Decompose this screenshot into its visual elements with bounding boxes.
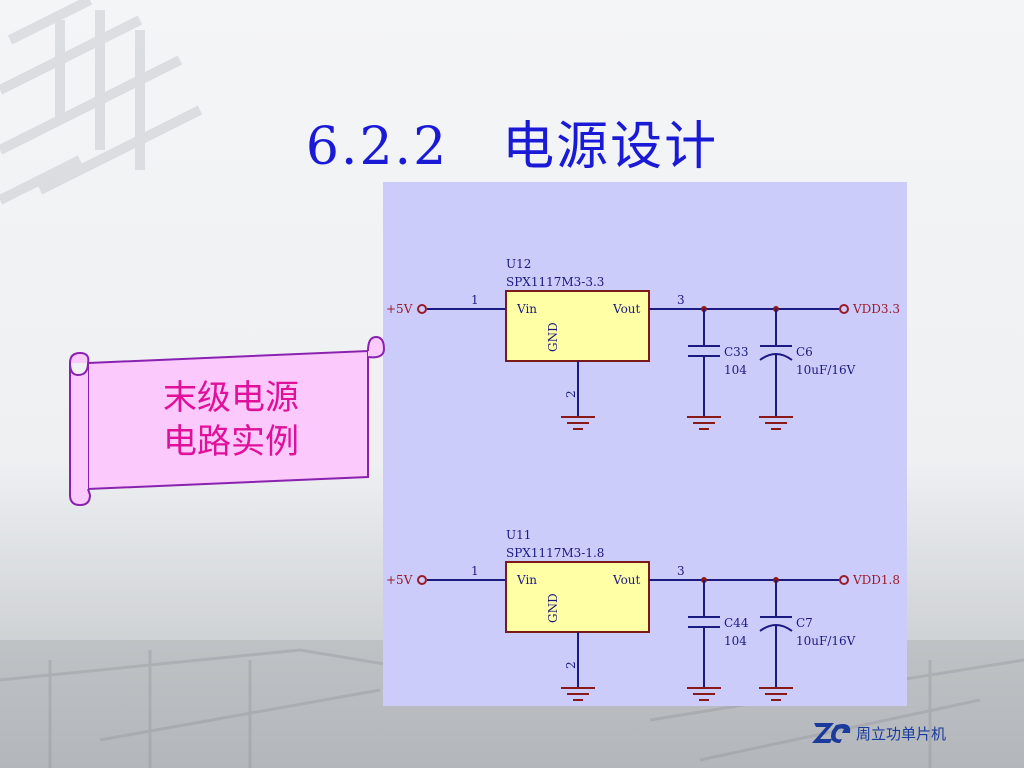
cap1-value: 104 <box>724 634 747 648</box>
vin-pin-label: Vin <box>516 302 537 316</box>
ground-icon <box>759 687 793 701</box>
vout-pin-label: Vout <box>612 302 641 316</box>
input-terminal-icon <box>417 304 427 314</box>
cap1-value: 104 <box>724 363 747 377</box>
regulator-ic-body <box>505 561 650 633</box>
input-net-label: +5V <box>386 573 413 587</box>
ground-icon <box>561 416 595 430</box>
regulator-circuit-2: U11 SPX1117M3-1.8 +5V 1 Vin Vout GND 3 V… <box>386 528 900 701</box>
output-net-label: VDD3.3 <box>852 302 900 316</box>
pin-in-number: 1 <box>471 293 479 307</box>
cap2-name: C7 <box>796 616 813 630</box>
regulator-part-number: SPX1117M3-1.8 <box>506 546 604 560</box>
scroll-callout <box>69 335 386 507</box>
ground-icon <box>759 416 793 430</box>
pin-gnd-number: 2 <box>564 390 578 398</box>
vout-pin-label: Vout <box>612 573 641 587</box>
regulator-designator: U11 <box>506 528 531 542</box>
brand-name: 周立功单片机 <box>856 724 947 743</box>
brand-footer: 周立功单片机 <box>812 716 946 750</box>
cap2-name: C6 <box>796 345 813 359</box>
cap2-value: 10uF/16V <box>796 363 856 377</box>
pin-gnd-number: 2 <box>564 661 578 669</box>
zlg-logo-icon <box>812 723 851 743</box>
pin-in-number: 1 <box>471 564 479 578</box>
gnd-pin-label: GND <box>546 322 560 352</box>
ground-icon <box>687 416 721 430</box>
regulator-ic-body <box>505 290 650 362</box>
cap2-value: 10uF/16V <box>796 634 856 648</box>
scroll-callout-text: 末级电源 电路实例 <box>92 376 370 464</box>
regulator-circuit-1: U12 SPX1117M3-3.3 +5V 1 Vin Vout GND 3 V… <box>386 257 900 430</box>
pin-out-number: 3 <box>677 564 685 578</box>
input-net-label: +5V <box>386 302 413 316</box>
regulator-part-number: SPX1117M3-3.3 <box>506 275 604 289</box>
vin-pin-label: Vin <box>516 573 537 587</box>
pin-out-number: 3 <box>677 293 685 307</box>
scroll-line-2: 电路实例 <box>163 422 299 462</box>
output-terminal-icon <box>839 304 849 314</box>
gnd-pin-label: GND <box>546 593 560 623</box>
output-net-label: VDD1.8 <box>852 573 900 587</box>
input-terminal-icon <box>417 575 427 585</box>
cap1-name: C33 <box>724 345 748 359</box>
power-supply-schematic: U12 SPX1117M3-3.3 +5V 1 Vin Vout GND 3 V… <box>383 182 907 706</box>
ground-icon <box>561 687 595 701</box>
regulator-designator: U12 <box>506 257 531 271</box>
slide-title: 6.2.2 电源设计 <box>305 117 719 177</box>
scroll-line-1: 末级电源 <box>163 378 299 418</box>
output-terminal-icon <box>839 575 849 585</box>
ground-icon <box>687 687 721 701</box>
cap1-name: C44 <box>724 616 749 630</box>
